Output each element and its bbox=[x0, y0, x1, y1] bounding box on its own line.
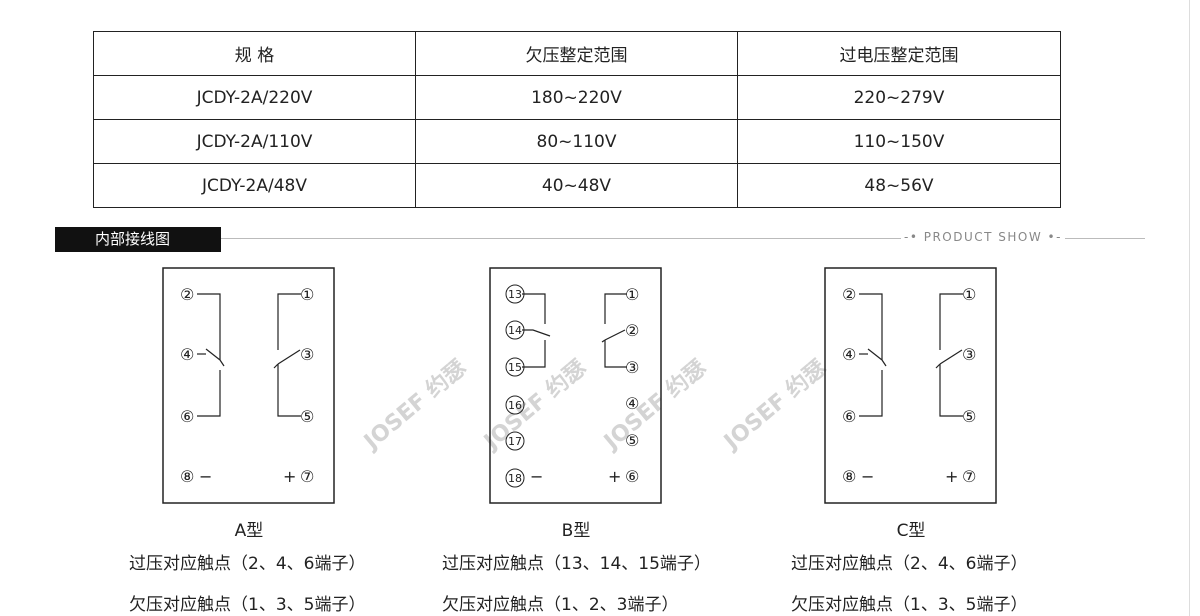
table-header-row: 规 格 欠压整定范围 过电压整定范围 bbox=[93, 31, 1061, 76]
terminal-label: ① bbox=[962, 285, 976, 304]
terminal-label: ⑥ bbox=[625, 467, 639, 486]
header-spec: 规 格 bbox=[93, 31, 416, 76]
terminal-label: ⑤ bbox=[300, 407, 314, 426]
terminal-label: ② bbox=[625, 321, 639, 340]
terminal-label: 18 bbox=[508, 472, 522, 485]
terminal-label: ⑦ bbox=[962, 467, 976, 486]
terminal-label: ⑦ bbox=[300, 467, 314, 486]
over-voltage-caption-c: 过压对应触点（2、4、6端子） bbox=[791, 554, 1028, 574]
diagram-c-terminals: ② ④ ⑥ ⑧ − ① ③ ⑤ ⑦ + bbox=[842, 285, 976, 486]
terminal-label: ④ bbox=[180, 345, 194, 364]
terminal-label: ① bbox=[625, 285, 639, 304]
watermark: JOSEF 约瑟 bbox=[358, 355, 472, 456]
diagram-a bbox=[162, 267, 335, 504]
header-under-range: 欠压整定范围 bbox=[415, 31, 738, 76]
watermark: JOSEF 约瑟 bbox=[598, 355, 712, 456]
cell-spec: JCDY-2A/110V bbox=[93, 119, 416, 164]
terminal-label: ⑥ bbox=[180, 407, 194, 426]
section-title: 内部接线图 bbox=[95, 230, 171, 248]
over-voltage-caption-a: 过压对应触点（2、4、6端子） bbox=[129, 554, 366, 574]
terminal-label: ③ bbox=[300, 345, 314, 364]
terminal-label: ④ bbox=[625, 394, 639, 413]
type-label-b: B型 bbox=[561, 521, 591, 541]
over-voltage-caption-b: 过压对应触点（13、14、15端子） bbox=[442, 554, 711, 574]
cell-under-range: 180~220V bbox=[415, 75, 738, 120]
terminal-label: ⑤ bbox=[625, 431, 639, 450]
under-voltage-caption-b: 欠压对应触点（1、2、3端子） bbox=[442, 595, 679, 615]
plus-sign: + bbox=[608, 467, 621, 486]
plus-sign: + bbox=[945, 467, 958, 486]
terminal-label: ⑧ bbox=[842, 467, 856, 486]
terminal-label: ① bbox=[300, 285, 314, 304]
cell-over-range: 110~150V bbox=[737, 119, 1061, 164]
terminal-label: ⑤ bbox=[962, 407, 976, 426]
cell-under-range: 80~110V bbox=[415, 119, 738, 164]
spec-table: 规 格 欠压整定范围 过电压整定范围 JCDY-2A/220V 180~220V… bbox=[93, 31, 1061, 208]
terminal-label: 17 bbox=[508, 435, 522, 448]
watermark: JOSEF 约瑟 bbox=[718, 355, 832, 456]
type-label-a: A型 bbox=[234, 521, 264, 541]
minus-sign: − bbox=[530, 467, 543, 486]
terminal-label: ④ bbox=[842, 345, 856, 364]
diagram-a-terminals: ② ④ ⑥ ⑧ − ① ③ ⑤ ⑦ + bbox=[180, 285, 314, 486]
cell-spec: JCDY-2A/220V bbox=[93, 75, 416, 120]
cell-under-range: 40~48V bbox=[415, 163, 738, 208]
terminal-label: 13 bbox=[508, 288, 522, 301]
cell-over-range: 48~56V bbox=[737, 163, 1061, 208]
table-row: JCDY-2A/48V 40~48V 48~56V bbox=[93, 163, 1061, 208]
page-edge-line bbox=[1189, 0, 1190, 616]
diagram-b-circles bbox=[505, 284, 525, 488]
diagram-b-terminals-right: − ① ② ③ ④ ⑤ ⑥ + bbox=[530, 285, 639, 486]
header-over-range: 过电压整定范围 bbox=[737, 31, 1061, 76]
terminal-label: ⑧ bbox=[180, 467, 194, 486]
product-show-tag: -• PRODUCT SHOW •- bbox=[904, 230, 1062, 244]
cell-over-range: 220~279V bbox=[737, 75, 1061, 120]
minus-sign: − bbox=[861, 467, 874, 486]
type-label-c: C型 bbox=[896, 521, 926, 541]
under-voltage-caption-a: 欠压对应触点（1、3、5端子） bbox=[129, 595, 366, 615]
section-divider bbox=[221, 238, 901, 239]
terminal-label: ③ bbox=[962, 345, 976, 364]
table-row: JCDY-2A/220V 180~220V 220~279V bbox=[93, 75, 1061, 120]
watermark: JOSEF 约瑟 bbox=[478, 355, 592, 456]
terminal-label: 14 bbox=[508, 324, 522, 337]
table-row: JCDY-2A/110V 80~110V 110~150V bbox=[93, 119, 1061, 164]
terminal-label: ② bbox=[180, 285, 194, 304]
terminal-label: ② bbox=[842, 285, 856, 304]
terminal-label: 15 bbox=[508, 361, 522, 374]
wiring-diagrams: JOSEF 约瑟 JOSEF 约瑟 JOSEF 约瑟 JOSEF 约瑟 ② ④ … bbox=[162, 267, 997, 504]
diagram-b-terminals-left: 13 14 15 16 17 18 bbox=[508, 288, 522, 485]
plus-sign: + bbox=[283, 467, 296, 486]
section-divider-right bbox=[1065, 238, 1145, 239]
under-voltage-caption-c: 欠压对应触点（1、3、5端子） bbox=[791, 595, 1028, 615]
cell-spec: JCDY-2A/48V bbox=[93, 163, 416, 208]
minus-sign: − bbox=[199, 467, 212, 486]
terminal-label: ③ bbox=[625, 358, 639, 377]
diagram-c bbox=[824, 267, 997, 504]
terminal-label: ⑥ bbox=[842, 407, 856, 426]
section-title-bar: 内部接线图 bbox=[55, 227, 221, 252]
terminal-label: 16 bbox=[508, 399, 522, 412]
watermarks: JOSEF 约瑟 JOSEF 约瑟 JOSEF 约瑟 JOSEF 约瑟 bbox=[358, 355, 832, 456]
diagram-b bbox=[489, 267, 662, 504]
